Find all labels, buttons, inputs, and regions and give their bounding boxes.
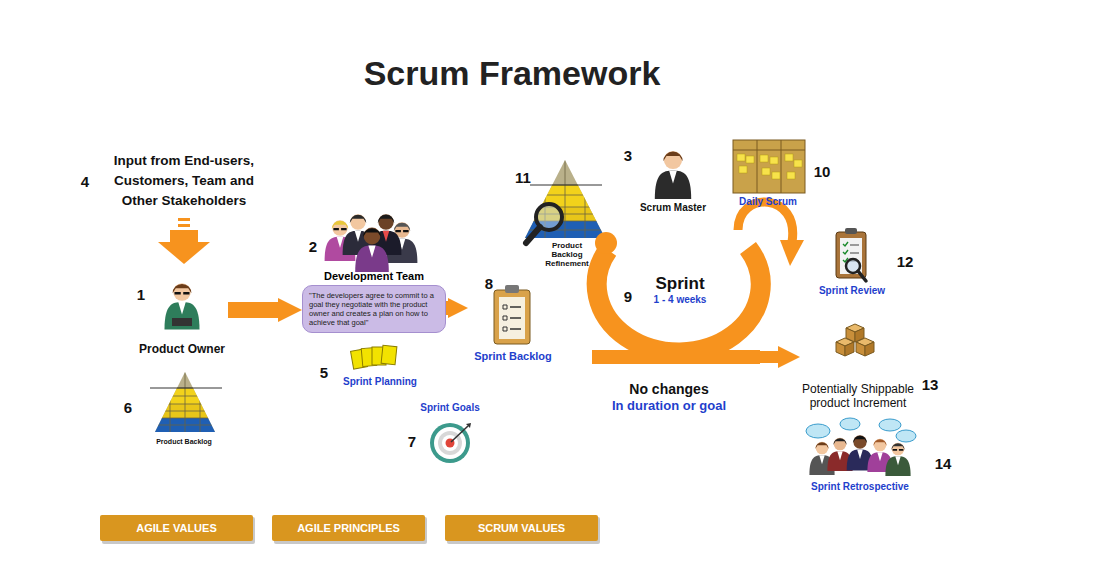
sprint-note: In duration or goal — [612, 398, 726, 413]
product-backlog-pyramid — [150, 370, 222, 434]
button-label: SCRUM VALUES — [478, 522, 565, 534]
person-figure — [355, 228, 389, 272]
sprint-cycle: Sprint1 - 4 weeks — [600, 222, 760, 362]
value-button: AGILE VALUES — [100, 515, 253, 541]
role-figure: Product Owner — [136, 276, 228, 356]
node-caption: Sprint Backlog — [474, 350, 552, 362]
callout-number: 4 — [81, 173, 89, 190]
flow-arrow — [760, 351, 778, 363]
node-caption: Potentially Shippable product Increment — [800, 382, 916, 410]
callout-number: 12 — [897, 253, 914, 270]
person-figure — [165, 283, 200, 329]
value-button: AGILE PRINCIPLES — [272, 515, 425, 541]
button-label: AGILE VALUES — [136, 522, 216, 534]
goal-target — [430, 423, 471, 463]
sticky-note — [770, 157, 778, 164]
sticky-note — [785, 154, 793, 161]
callout-number: 6 — [124, 399, 132, 416]
callout-number: 11 — [515, 169, 531, 186]
person-figure — [885, 443, 910, 476]
callout-number: 7 — [408, 433, 416, 450]
sticky-note — [787, 172, 795, 179]
sticky-note — [794, 160, 802, 167]
team-box: Development Team "The developers agree to… — [302, 270, 446, 346]
planning-cards — [351, 345, 397, 369]
item-caption: Sprint Retrospective — [811, 481, 909, 492]
callout-number: 3 — [624, 147, 632, 164]
callout-number: 10 — [814, 163, 831, 180]
sprint-note: No changes — [629, 381, 708, 397]
callout-number: 5 — [320, 364, 328, 381]
review-clipboard — [836, 228, 866, 281]
sticky-note — [772, 172, 780, 179]
sticky-note — [739, 166, 747, 173]
sprint-loop — [592, 202, 804, 364]
increment-icon: Potentially Shippable product Increment — [800, 322, 916, 410]
refinement-pyramid — [520, 158, 610, 243]
artifact-icon: Sprint Backlog — [468, 280, 558, 362]
callout-number: 14 — [935, 455, 952, 472]
node-heading: Sprint — [655, 274, 704, 294]
node-body: "The developers agree to commit to a goa… — [302, 285, 446, 333]
input-note: Input from End-users, Customers, Team an… — [102, 151, 267, 211]
item-caption: Sprint Planning — [343, 376, 417, 387]
item-caption: Product Backlog Refinement — [542, 241, 592, 268]
item-caption: Scrum Master — [640, 202, 706, 213]
button-label: AGILE PRINCIPLES — [297, 522, 400, 534]
item-caption: Sprint Goals — [420, 402, 479, 413]
icon-caption: Product Backlog — [156, 438, 212, 445]
tablet — [172, 318, 192, 326]
diagram-title: Scrum Framework — [364, 54, 661, 93]
callout-number: 9 — [624, 288, 632, 305]
callout-number: 1 — [137, 286, 145, 303]
item-caption: Daily Scrum — [739, 196, 797, 207]
person-figure — [655, 151, 691, 199]
node-caption: Product Owner — [139, 342, 225, 356]
callout-number: 8 — [485, 275, 493, 292]
increment-boxes — [836, 324, 874, 356]
flow-arrow — [446, 301, 448, 315]
item-caption: Sprint Review — [819, 285, 885, 296]
sticky-note — [762, 168, 770, 175]
input-arrow — [158, 218, 210, 264]
flow-arrow — [228, 302, 278, 318]
callout-number: 13 — [922, 376, 939, 393]
sticky-note — [746, 156, 754, 163]
backlog-clipboard — [494, 285, 530, 344]
callout-number: 2 — [309, 238, 317, 255]
node-body: 1 - 4 weeks — [654, 294, 707, 305]
cube — [846, 324, 864, 342]
node-heading: Development Team — [302, 270, 446, 282]
sticky-note — [737, 154, 745, 161]
sticky-note — [760, 155, 768, 162]
retro-bubbles — [806, 418, 916, 442]
scrum-board — [733, 140, 805, 193]
value-button: SCRUM VALUES — [445, 515, 598, 541]
